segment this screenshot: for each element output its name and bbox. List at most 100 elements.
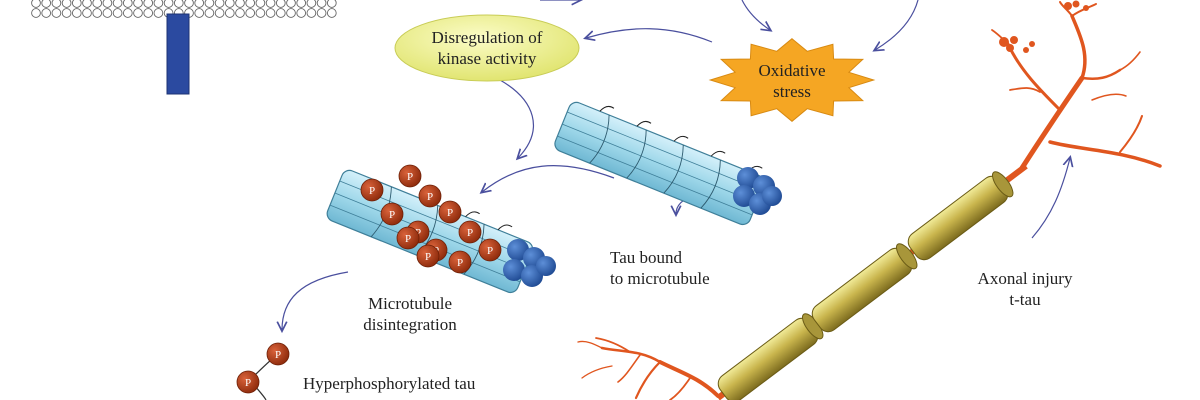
lipid-head <box>296 0 307 8</box>
lipid-head <box>102 8 113 18</box>
phospho-label: P <box>425 251 431 263</box>
disintegrating-microtubule <box>326 169 556 294</box>
phospho-group-icon: P <box>398 164 422 188</box>
phospho-label: P <box>369 185 375 197</box>
lipid-head <box>194 8 205 18</box>
lipid-head <box>143 8 154 18</box>
lipid-head <box>204 8 215 18</box>
hyperphosphorylated-tau-chain: PP <box>236 342 290 400</box>
lipid-head <box>224 8 235 18</box>
lipid-head <box>194 0 205 8</box>
lipid-head <box>112 8 123 18</box>
phospho-group-icon: P <box>236 370 260 394</box>
arrow-oxidative-to-kinase <box>586 28 713 43</box>
axonal-injury-label-line-2: t-tau <box>1009 290 1041 309</box>
lipid-head <box>122 0 133 8</box>
lipid-head <box>82 0 92 8</box>
phospho-label: P <box>389 209 395 221</box>
lipid-head <box>255 0 266 8</box>
oxidative-stress-label: Oxidative stress <box>742 60 842 102</box>
lipid-head <box>235 0 245 8</box>
lipid-head <box>92 8 103 18</box>
arrow-into-oxidative-stress <box>741 0 770 30</box>
lipid-head <box>112 0 123 8</box>
lipid-head <box>316 0 327 8</box>
phospho-group-icon: P <box>478 238 502 262</box>
lipid-head <box>133 8 143 18</box>
lipid-head <box>184 0 194 8</box>
lipid-head <box>122 8 133 18</box>
lipid-head <box>31 8 41 18</box>
hyperphosphorylated-label-text: Hyperphosphorylated tau <box>303 374 476 393</box>
myelin-segment <box>907 171 1014 261</box>
axonal-injury-label: Axonal injury t-tau <box>965 268 1085 310</box>
star-burst-icon <box>708 38 876 122</box>
phospho-label: P <box>405 233 411 245</box>
hyperphosphorylated-tau-label: Hyperphosphorylated tau <box>303 373 503 394</box>
tau-bound-label-line-2: to microtubule <box>610 269 710 288</box>
lipid-head <box>82 8 92 18</box>
phospho-group-icon: P <box>448 250 472 274</box>
disintegration-label-line-2: disintegration <box>363 315 457 334</box>
myelin-segment <box>811 243 918 333</box>
lipid-head <box>173 0 184 8</box>
lipid-head <box>102 0 113 8</box>
lipid-head <box>92 0 103 8</box>
kinase-ellipse <box>394 14 580 82</box>
phospho-group-icon: P <box>360 178 384 202</box>
lipid-head <box>214 0 225 8</box>
phospho-group-icon: P <box>418 184 442 208</box>
phospho-label: P <box>487 245 493 257</box>
arrow-disintegration-to-hyperphosphorylated <box>282 271 349 330</box>
arrow-kinase-to-tau-bound <box>499 79 534 158</box>
lipid-head <box>265 0 276 8</box>
lipid-head <box>31 0 41 8</box>
axonal-injury-label-line-1: Axonal injury <box>977 269 1073 288</box>
phospho-label: P <box>407 171 413 183</box>
phospho-group-icon: P <box>396 226 420 250</box>
kinase-label: Disregulation of kinase activity <box>404 27 570 69</box>
phospho-group-icon: P <box>416 244 440 268</box>
phospho-label: P <box>275 349 281 361</box>
lipid-head <box>133 0 143 8</box>
lipid-head <box>163 0 174 8</box>
lipid-head <box>306 8 317 18</box>
lipid-head <box>214 8 225 18</box>
kinase-label-line-2: kinase activity <box>437 49 537 68</box>
phospho-group-icon: P <box>458 220 482 244</box>
lipid-head <box>306 0 317 8</box>
lipid-head <box>255 8 266 18</box>
pathway-arrows <box>282 0 1070 330</box>
phospho-label: P <box>427 191 433 203</box>
lipid-head <box>265 8 276 18</box>
kinase-label-line-1: Disregulation of <box>431 28 543 47</box>
tau-bound-label: Tau bound to microtubule <box>610 247 760 289</box>
lipid-head <box>326 8 337 18</box>
arrow-tau-to-disintegration <box>482 165 615 192</box>
tau-bound-label-line-1: Tau bound <box>610 248 682 267</box>
lipid-head <box>153 0 164 8</box>
receptor-icon <box>166 13 190 95</box>
lipid-head <box>316 8 327 18</box>
lipid-bilayer-icon <box>31 0 337 18</box>
phospho-label: P <box>245 377 251 389</box>
lipid-head <box>286 0 296 8</box>
lipid-head <box>153 8 164 18</box>
phospho-group-icon: P <box>266 342 290 366</box>
lipid-head <box>51 0 62 8</box>
arrow-into-oxidative-stress-right <box>875 0 919 50</box>
oxidative-label-line-1: Oxidative <box>758 61 826 80</box>
lipid-head <box>245 8 256 18</box>
arrow-axonal-injury <box>1031 158 1070 239</box>
lipid-head <box>286 8 296 18</box>
lipid-head <box>224 0 235 8</box>
lipid-head <box>71 8 82 18</box>
lipid-head <box>61 0 72 8</box>
lipid-head <box>275 8 286 18</box>
lipid-head <box>41 0 52 8</box>
lipid-head <box>204 0 215 8</box>
phospho-label: P <box>457 257 463 269</box>
